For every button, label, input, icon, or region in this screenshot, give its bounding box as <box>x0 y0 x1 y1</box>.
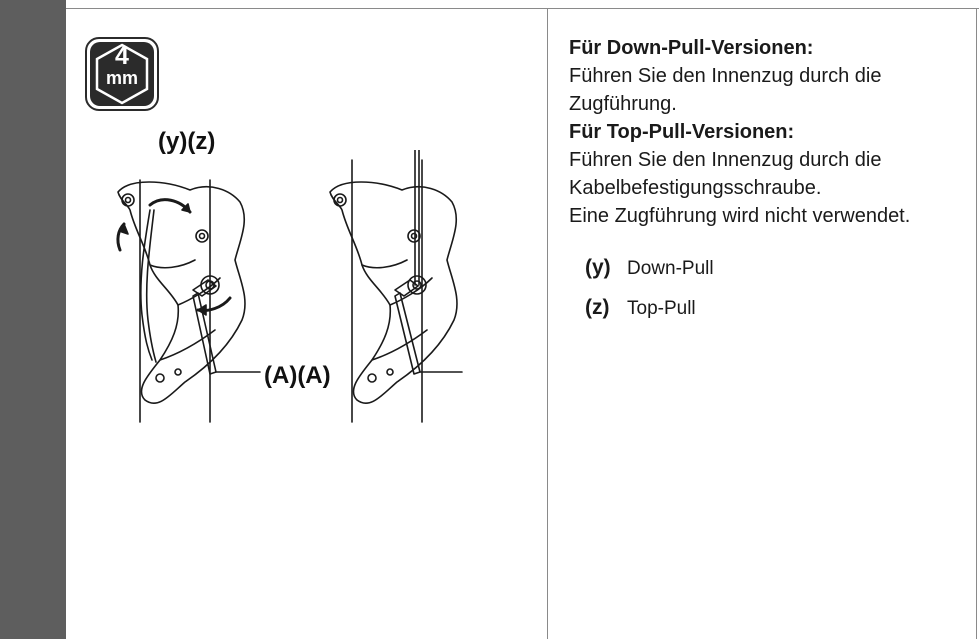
down-pull-text: Zugführung. <box>569 93 677 115</box>
top-pull-text: Führen Sie den Innenzug durch die <box>569 149 882 171</box>
callout-yz: (y)(z) <box>158 128 216 155</box>
legend-text: Down-Pull <box>627 258 714 279</box>
legend-key: (z) <box>585 296 610 319</box>
hex-key-size-icon: 4 mm <box>85 37 159 111</box>
legend-text: Top-Pull <box>627 298 696 319</box>
legend-key: (y) <box>585 256 611 279</box>
tool-size: 4 <box>115 42 129 70</box>
top-pull-text: Kabelbefestigungsschraube. <box>569 177 822 199</box>
frame-line <box>976 8 977 639</box>
down-pull-text: Führen Sie den Innenzug durch die <box>569 65 882 87</box>
side-bar <box>0 0 66 639</box>
legend-item: (z) Top-Pull <box>585 296 969 336</box>
column-divider <box>547 8 548 639</box>
callout-a: (A)(A) <box>264 362 331 389</box>
top-pull-heading: Für Top-Pull-Versionen: <box>569 121 795 143</box>
legend: (y) Down-Pull (z) Top-Pull <box>569 256 969 336</box>
legend-item: (y) Down-Pull <box>585 256 969 296</box>
note-text: Eine Zugführung wird nicht verwendet. <box>569 205 911 227</box>
tool-unit: mm <box>105 68 138 88</box>
instruction-text: Für Down-Pull-Versionen: Führen Sie den … <box>569 34 969 336</box>
frame-line <box>66 8 979 9</box>
down-pull-heading: Für Down-Pull-Versionen: <box>569 37 814 59</box>
derailleur-illustration <box>116 150 463 423</box>
